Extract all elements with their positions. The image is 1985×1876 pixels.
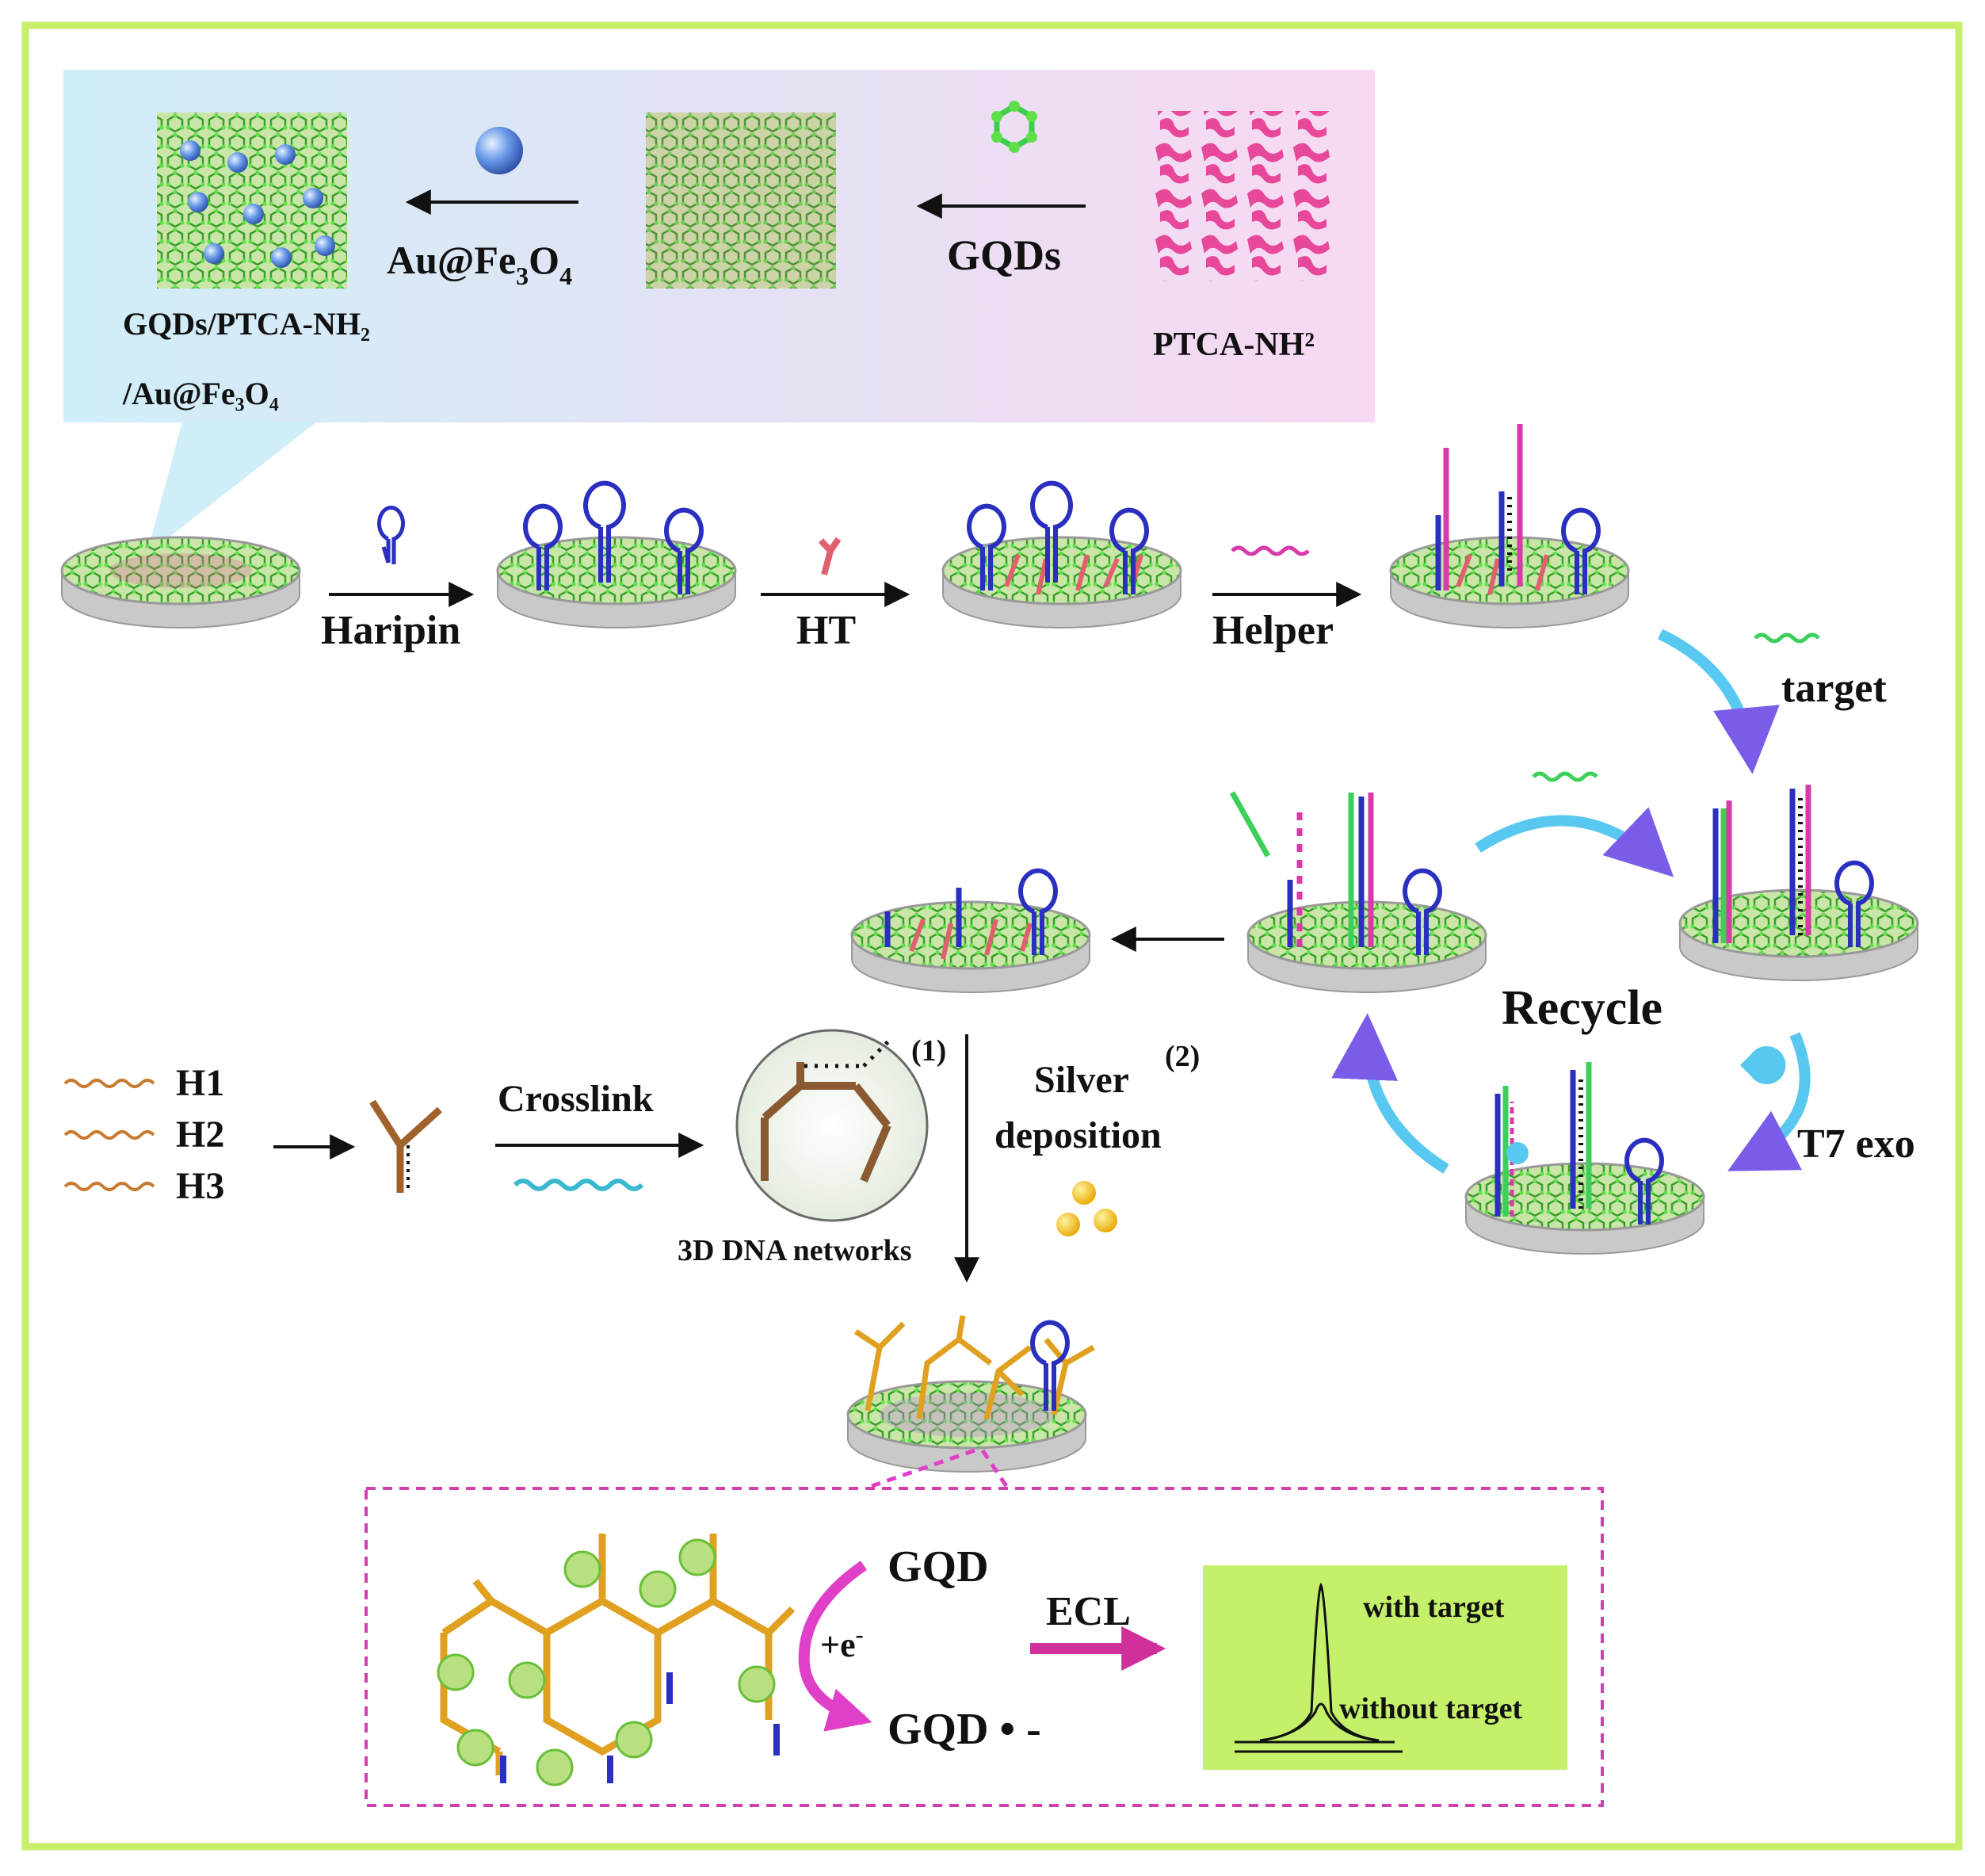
target-label: target [1781, 666, 1887, 711]
target-strand-icon [1754, 632, 1820, 644]
with-target-peak [1259, 1582, 1380, 1742]
composite-label-line2: /Au@Fe₃O₄ [122, 376, 279, 411]
zoom-line-right [980, 1449, 1009, 1488]
electron-label: +e- [820, 1622, 864, 1664]
composite-label-line1: GQDs/PTCA-NH₂ [123, 306, 370, 342]
zoom-line-left [871, 1448, 975, 1488]
dna-networks-label: 3D DNA networks [678, 1234, 912, 1267]
ecl-label: ECL [1046, 1589, 1131, 1634]
ht-icon [819, 537, 842, 576]
h1-label: H1 [176, 1062, 224, 1104]
electrode-exo-digestion [1464, 1062, 1705, 1255]
gqd-ptca-au-composite [157, 113, 347, 288]
gqd-ptca-composite [646, 113, 836, 288]
h-strands [63, 1079, 155, 1191]
gqds-arrow-label: GQDs [947, 231, 1061, 279]
target-arrow [1657, 629, 1780, 774]
gqd-radical-label: GQD • - [888, 1705, 1041, 1754]
dna-network-bubble [735, 1029, 929, 1222]
dna-network-with-gqds [437, 1534, 796, 1786]
ptca-label: PTCA-NH² [1153, 327, 1315, 363]
without-target-label: without target [1339, 1692, 1522, 1725]
gqd-reduction-arrow [798, 1561, 872, 1732]
synthesis-panel: PTCA-NH² GQDs Au@Fe3O4 GQDs/PTCA-NH [63, 70, 1375, 555]
silver-nanoparticles-icon [1056, 1181, 1117, 1236]
gqd-icon [991, 101, 1037, 153]
silver-label-line1: Silver [1034, 1059, 1129, 1101]
electrode-hairpin-ht [941, 480, 1182, 629]
t7-exo-label: T7 exo [1797, 1121, 1915, 1167]
au-fe3o4-nanoparticle-icon [475, 127, 523, 174]
with-target-label: with target [1363, 1591, 1505, 1624]
step1-marker: (1) [911, 1034, 946, 1068]
electrode-bare [60, 536, 301, 629]
hairpin-arrow-label: Haripin [321, 608, 460, 653]
gqd-label: GQD [888, 1542, 989, 1591]
t7-exo-arrow [1727, 1032, 1811, 1171]
electrode-hairpin [496, 480, 737, 629]
electrode-activated [850, 868, 1091, 993]
electrode-target-bound [1678, 785, 1919, 981]
electrode-dna-network [846, 1315, 1095, 1473]
electrode-helper-hybridized [1389, 424, 1630, 629]
au-fe3o4-arrow-label: Au@Fe3O4 [387, 238, 572, 290]
h2-label: H2 [176, 1114, 224, 1156]
crosslinker-strand-icon [513, 1179, 644, 1191]
ecl-signal-panel: with target without target [1203, 1565, 1567, 1770]
hairpin-probe-icon [377, 506, 405, 564]
callout-pointer [147, 422, 317, 555]
step2-marker: (2) [1165, 1040, 1200, 1073]
recycle-top-arrow [1475, 807, 1674, 877]
helper-strand-icon [1231, 545, 1310, 556]
y-shaped-dna-monomer [369, 1099, 443, 1193]
silver-label-line2: deposition [994, 1114, 1162, 1156]
electrode-target-released [1229, 791, 1487, 993]
target-released-strand [1532, 771, 1598, 782]
crosslink-label: Crosslink [498, 1078, 654, 1120]
ht-arrow-label: HT [796, 608, 856, 653]
recycle-left-arrow [1331, 1013, 1449, 1174]
h3-label: H3 [176, 1165, 224, 1207]
helper-arrow-label: Helper [1212, 608, 1334, 653]
ptca-material [1149, 111, 1331, 281]
t7-exo-enzyme-icon [1740, 1046, 1786, 1084]
without-target-peak [1259, 1702, 1380, 1742]
recycle-label: Recycle [1502, 981, 1662, 1035]
